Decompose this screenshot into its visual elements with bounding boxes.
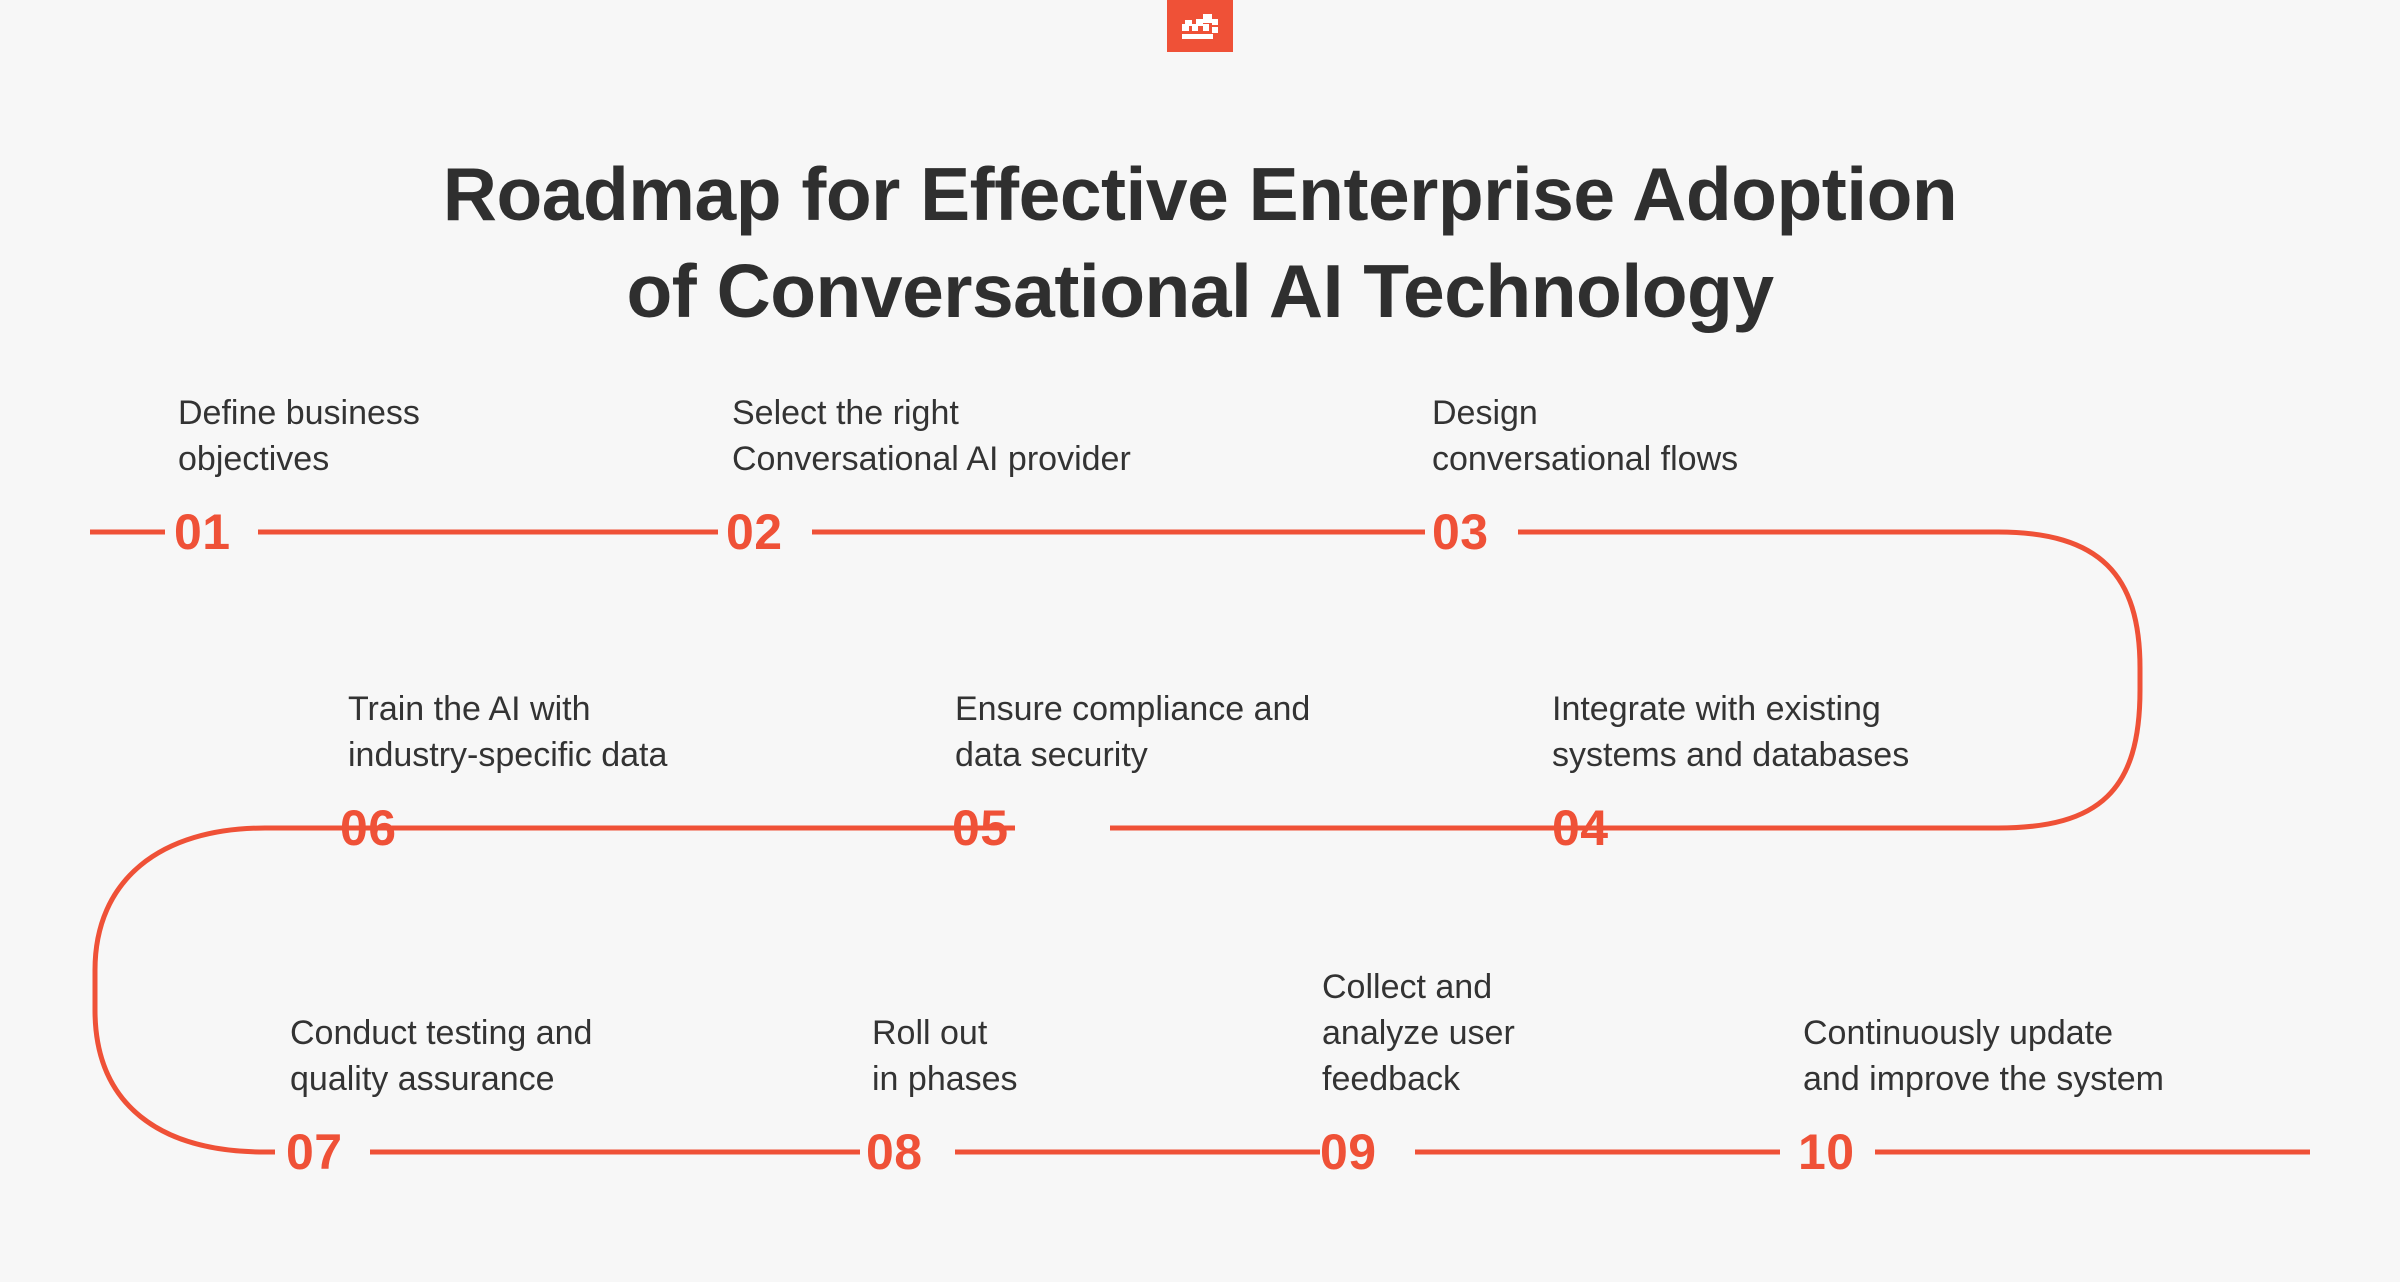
step-label-line: and improve the system [1803, 1060, 2164, 1098]
step-number-10[interactable]: 10 [1798, 1124, 1855, 1180]
step-number-09[interactable]: 09 [1320, 1124, 1377, 1180]
step-label-line: feedback [1322, 1060, 1460, 1098]
step-label-line: quality assurance [290, 1060, 555, 1098]
step-number-02[interactable]: 02 [726, 504, 783, 560]
step-label-line: Integrate with existing [1552, 690, 1881, 728]
step-number-07[interactable]: 07 [286, 1124, 343, 1180]
step-label-line: objectives [178, 440, 330, 478]
step-label-03: Design conversational flows [1432, 390, 1738, 482]
connector-06-07-uturn [92, 825, 430, 1155]
step-number-05[interactable]: 05 [952, 800, 1009, 856]
step-number-03[interactable]: 03 [1432, 504, 1489, 560]
step-label-line: systems and databases [1552, 736, 1910, 774]
step-number-04[interactable]: 04 [1552, 800, 1609, 856]
step-label-line: industry-specific data [348, 736, 668, 774]
step-label-01: Define business objectives [178, 390, 420, 482]
page-title-line-2: of Conversational AI Technology [626, 249, 1774, 334]
step-label-08: Roll out in phases [872, 1010, 1018, 1102]
step-label-line: Select the right [732, 394, 959, 432]
step-label-02: Select the right Conversational AI provi… [732, 390, 1131, 482]
step-number-06[interactable]: 06 [340, 800, 397, 856]
step-label-line: in phases [872, 1060, 1018, 1098]
step-label-07: Conduct testing and quality assurance [290, 1010, 592, 1102]
connector-03-04-uturn [1518, 529, 2143, 831]
step-label-line: Conduct testing and [290, 1014, 593, 1052]
step-label-line: Collect and [1322, 968, 1493, 1006]
step-label-line: Ensure compliance and [955, 690, 1311, 728]
step-label-06: Train the AI with industry-specific data [348, 686, 667, 778]
step-label-line: conversational flows [1432, 440, 1739, 478]
page-title: Roadmap for Effective Enterprise Adoptio… [0, 146, 2400, 340]
step-label-10: Continuously update and improve the syst… [1803, 1010, 2164, 1102]
step-label-line: Define business [178, 394, 420, 432]
step-label-line: analyze user [1322, 1014, 1515, 1052]
step-number-01[interactable]: 01 [174, 504, 231, 560]
step-label-line: Continuously update [1803, 1014, 2114, 1052]
brand-logo [1167, 0, 1233, 52]
step-label-line: Train the AI with [348, 690, 591, 728]
step-label-line: Roll out [872, 1014, 988, 1052]
step-label-line: Conversational AI provider [732, 440, 1131, 478]
step-label-04: Integrate with existing systems and data… [1552, 686, 1909, 778]
step-label-line: data security [955, 736, 1148, 774]
step-label-05: Ensure compliance and data security [955, 686, 1310, 778]
page-title-line-1: Roadmap for Effective Enterprise Adoptio… [442, 152, 1958, 237]
step-label-09: Collect and analyze user feedback [1322, 964, 1515, 1102]
step-number-08[interactable]: 08 [866, 1124, 923, 1180]
step-label-line: Design [1432, 394, 1538, 432]
chart-blocks-icon [1180, 11, 1220, 41]
